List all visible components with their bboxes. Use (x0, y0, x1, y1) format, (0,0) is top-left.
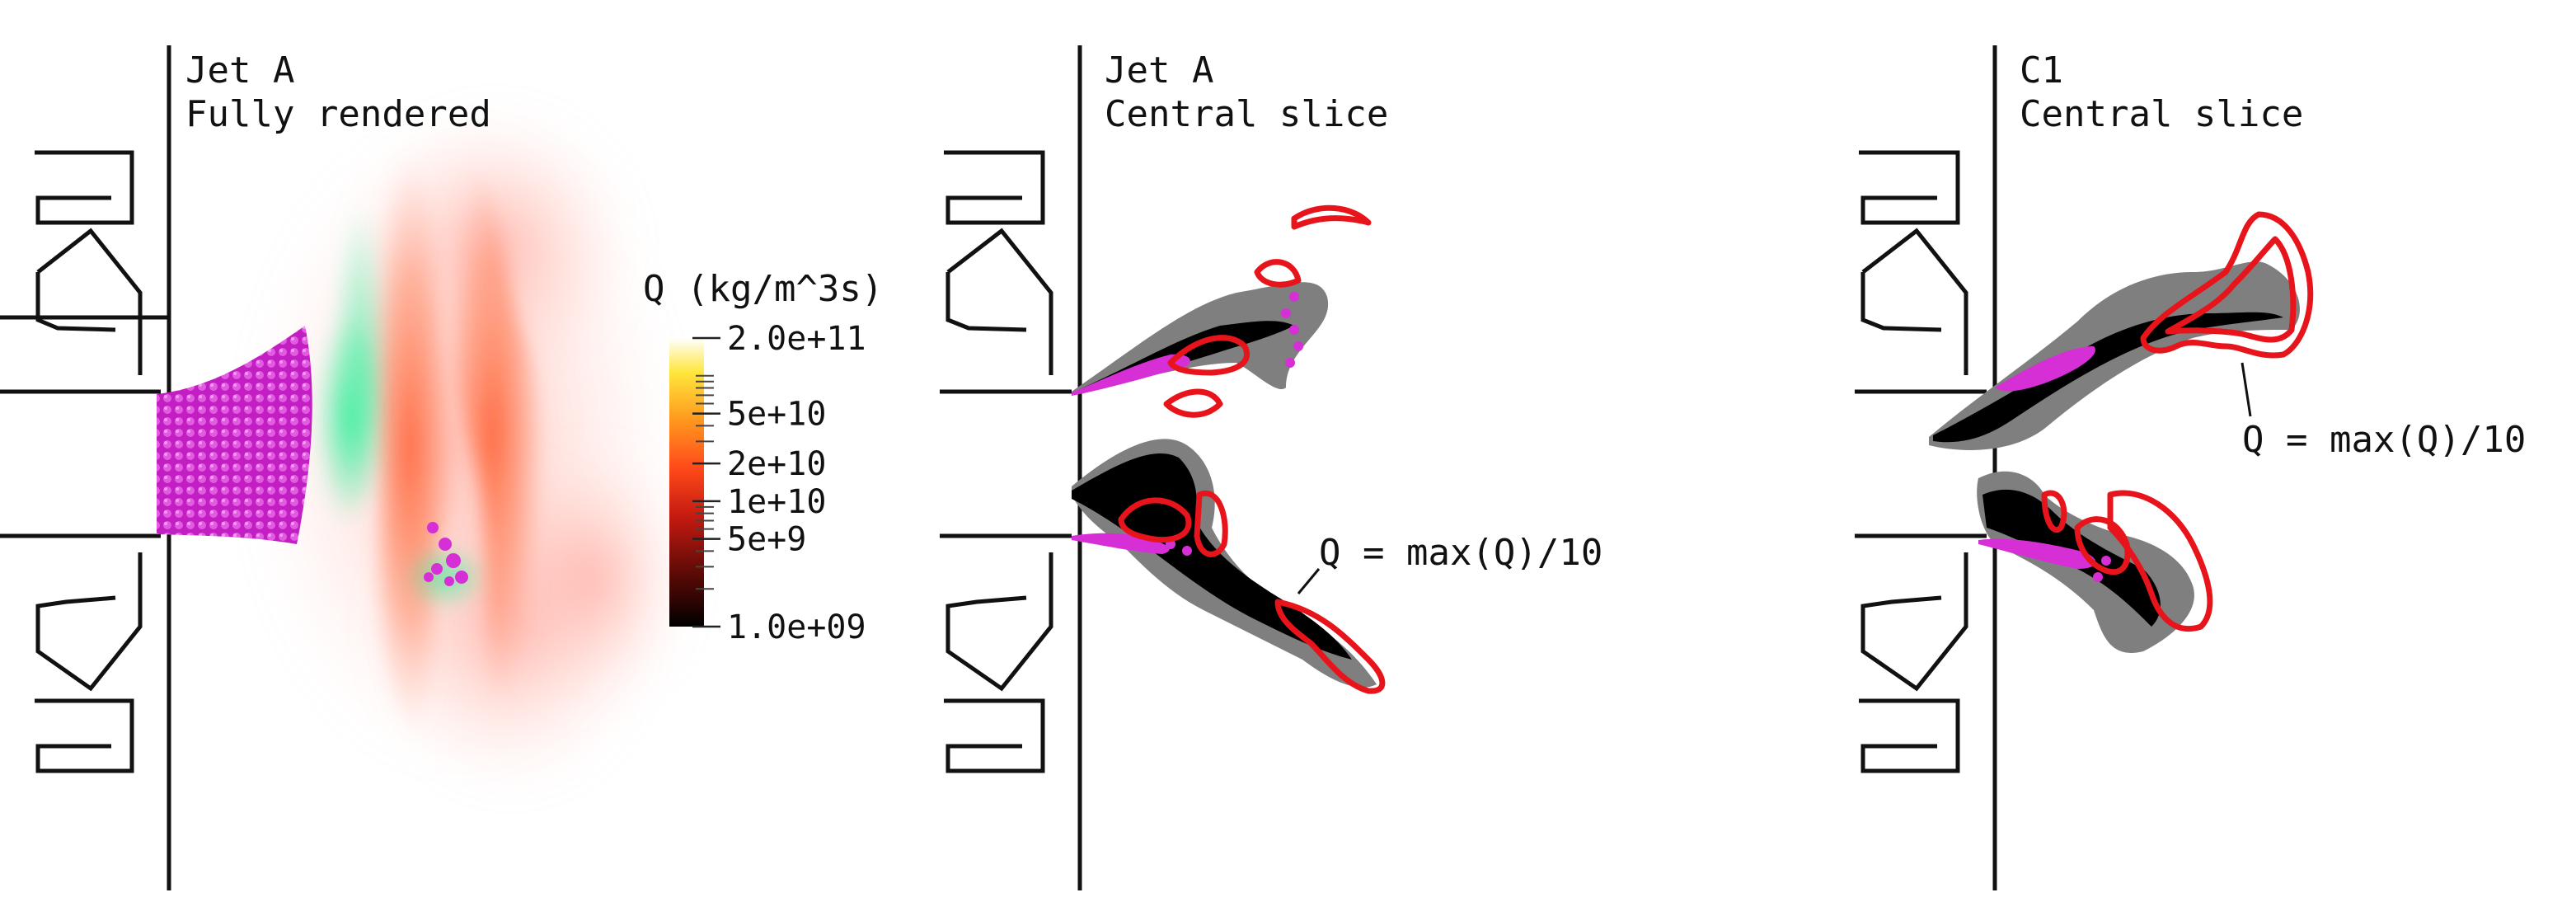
panel2-contour-label: Q = max(Q)/10 (1319, 532, 1602, 574)
panel2-title-line1: Jet A (1105, 49, 1213, 92)
colorbar-tick-label: 1.0e+09 (727, 608, 866, 646)
colorbar-tick-label: 2.0e+11 (727, 320, 866, 358)
colorbar-title: Q (kg/m^3s) (643, 268, 883, 310)
upper-spray-slice (1072, 282, 1329, 396)
colorbar-tick-label: 1e+10 (727, 483, 826, 521)
lower-contour (1118, 490, 1386, 694)
panel-fully-rendered: Jet A Fully rendered (0, 45, 692, 890)
droplet-cloud (157, 326, 468, 586)
panel3-title-line2: Central slice (2020, 93, 2303, 135)
panel-jet-a-central-slice: Q = max(Q)/10 Jet A Central slice (940, 45, 1602, 890)
contour-leader (2241, 362, 2252, 417)
volume-rendered-plume (247, 107, 692, 792)
upper-contour (1163, 204, 1372, 418)
panel3-contour-label: Q = max(Q)/10 (2242, 419, 2526, 461)
colorbar-gradient (669, 338, 704, 627)
upper-contour (2140, 211, 2314, 359)
panel3-title-line1: C1 (2020, 49, 2063, 92)
injector-geometry (0, 45, 171, 890)
colorbar-tick-label: 5e+9 (727, 521, 806, 559)
panel-c1-central-slice: Q = max(Q)/10 C1 Central slice (1855, 45, 2526, 890)
injector-geometry (1855, 45, 1997, 890)
panel2-title-line2: Central slice (1105, 93, 1388, 135)
panel1-title-line2: Fully rendered (185, 93, 491, 135)
contour-leader (1297, 568, 1321, 594)
lower-spray-slice (1977, 471, 2194, 653)
lower-contour (2041, 490, 2213, 632)
injector-geometry (940, 45, 1082, 890)
panel1-title-line1: Jet A (185, 49, 294, 92)
colorbar-tick-label: 2e+10 (727, 445, 826, 483)
colorbar-tick-label: 5e+10 (727, 396, 826, 434)
